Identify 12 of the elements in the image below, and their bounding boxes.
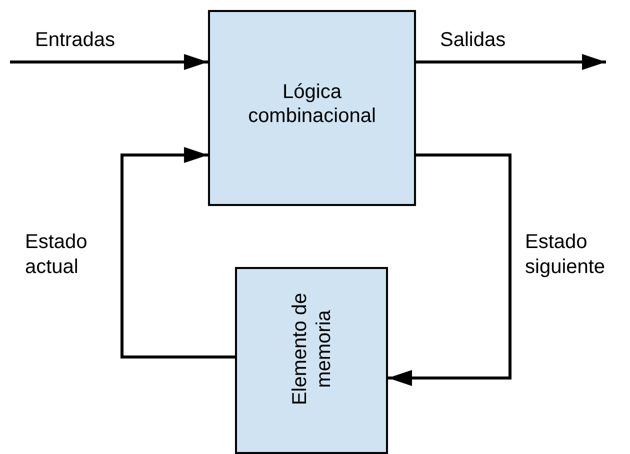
edge-label: Estado siguiente [525, 230, 606, 280]
arrow [388, 154, 512, 386]
arrow [416, 54, 606, 70]
arrow [10, 54, 208, 70]
process-box [235, 267, 388, 454]
edge-label: Entradas [35, 28, 116, 53]
box-label: Lógica combinacional [247, 80, 377, 128]
edge-label: Estado actual [25, 230, 88, 280]
edge-label: Salidas [440, 28, 507, 53]
box-label: Elemento de memoria [288, 292, 336, 408]
arrow [120, 147, 235, 358]
process-box [208, 10, 416, 206]
